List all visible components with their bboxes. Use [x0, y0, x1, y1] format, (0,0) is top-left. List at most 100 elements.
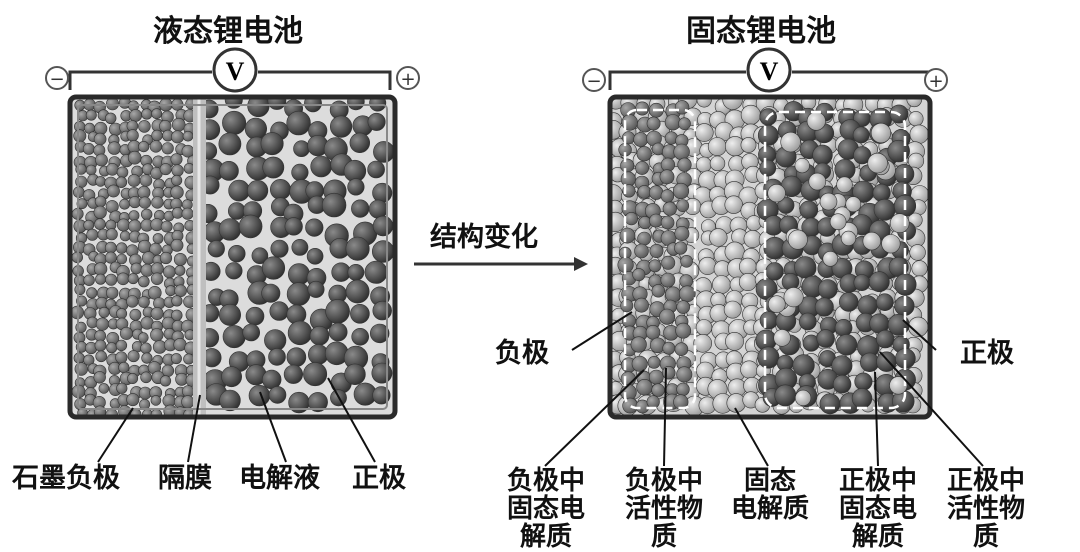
cathode-active-particle — [868, 271, 890, 293]
cathode-active-particle — [816, 329, 835, 348]
solid-electrolyte-particle — [767, 295, 786, 314]
graphite-particle — [82, 142, 95, 155]
solid-electrolyte-particle — [889, 213, 910, 233]
graphite-particle — [85, 109, 97, 121]
cathode-particle — [219, 389, 241, 412]
anode-active-particle — [659, 169, 675, 185]
graphite-particle — [182, 130, 194, 142]
anode-region-outline — [623, 108, 697, 410]
cathode-particle — [330, 115, 353, 138]
anode-active-particle — [646, 395, 660, 409]
anode-active-particle — [632, 268, 646, 282]
cathode-particle — [222, 325, 246, 349]
solid-electrolyte-particle — [822, 250, 839, 267]
solid-electrolyte-particle — [712, 275, 731, 295]
graphite-particle — [171, 117, 186, 132]
anode-active-particle — [651, 284, 665, 298]
graphite-particle — [126, 129, 139, 142]
graphite-particle — [116, 272, 130, 286]
anode-active-particle — [660, 272, 676, 288]
cathode-active-particle — [852, 126, 870, 144]
graphite-particle — [159, 163, 172, 176]
solid-electrolyte-particle — [908, 111, 924, 127]
anode-active-particle — [624, 212, 639, 226]
anode-active-particle — [619, 227, 636, 244]
solid-electrolyte-particle — [911, 260, 928, 277]
cathode-particle — [219, 303, 242, 326]
solid-electrolyte-particle — [794, 158, 810, 174]
graphite-particle — [130, 262, 143, 275]
cathode-particle — [305, 218, 324, 237]
graphite-particle — [128, 219, 142, 233]
cathode-particle — [328, 322, 348, 342]
solid-electrolyte-particle — [709, 155, 726, 172]
wire-right — [258, 70, 392, 90]
solid-electrolyte-line-1: 固态 — [743, 466, 796, 496]
solid-electrolyte-particle — [722, 97, 743, 110]
anode-active-particle — [676, 382, 690, 397]
cathode-particle — [370, 323, 390, 344]
graphite-particle — [138, 141, 150, 153]
cathode-active-particle — [857, 295, 878, 316]
solid-electrolyte-particle — [693, 333, 713, 353]
anode-active-particle — [633, 132, 649, 147]
cathode-active-particle — [875, 329, 895, 349]
anode-active-particle — [651, 383, 665, 397]
cathode-active-particle — [817, 279, 838, 300]
graphite-particle — [106, 163, 119, 176]
graphite-particle — [159, 251, 173, 265]
solid-electrolyte-particle — [696, 97, 712, 108]
solid-electrolyte-particle — [840, 230, 857, 246]
graphite-particle — [116, 308, 128, 320]
minus-terminal-icon — [582, 68, 606, 92]
solid-electrolyte-particle — [909, 124, 929, 144]
graphite-particle — [94, 339, 107, 352]
minus-symbol: − — [49, 69, 64, 90]
anode-solid-electrolyte-line-1: 负极中 — [506, 466, 585, 496]
graphite-particle — [116, 166, 129, 179]
cathode-particle — [242, 323, 260, 342]
graphite-particle — [170, 153, 183, 166]
anode-active-particle — [659, 308, 676, 325]
cathode-particle — [269, 301, 289, 321]
cathode-active-particle — [853, 146, 872, 165]
cathode-particle — [309, 325, 330, 346]
graphite-particle — [138, 275, 150, 288]
cathode-active-particle — [853, 274, 871, 292]
graphite-particle — [119, 230, 131, 242]
anode-active-particle — [674, 241, 688, 255]
electrolyte-label: 电解液 — [239, 463, 320, 494]
solid-battery: V − + — [544, 47, 984, 467]
graphite-particle — [170, 353, 182, 365]
anode-active-particle — [662, 341, 676, 355]
solid-electrolyte-particle — [806, 111, 826, 131]
minus-terminal-icon — [45, 66, 69, 90]
cathode-particle — [228, 202, 246, 220]
graphite-particle — [73, 129, 87, 143]
cathode-active-particle — [819, 393, 841, 415]
anode-active-particle — [680, 254, 693, 268]
cathode-active-particle — [875, 293, 894, 312]
graphite-particle — [105, 273, 118, 286]
graphite-particle — [162, 265, 176, 279]
graphite-particle — [151, 129, 163, 142]
solid-electrolyte-label: 固态 电解质 — [722, 467, 818, 523]
cathode-particle — [269, 179, 291, 201]
cathode-particle — [325, 299, 350, 324]
cathode-particle — [221, 366, 243, 388]
graphite-particle — [137, 239, 152, 254]
cathode-particle — [347, 263, 365, 281]
graphite-particle — [93, 205, 107, 219]
anode-active-line-2: 活性物 — [624, 494, 703, 524]
graphite-particle — [150, 272, 164, 285]
graphite-particle — [129, 308, 142, 321]
anode-active-particle — [676, 366, 693, 383]
graphite-particle — [107, 141, 122, 155]
solid-electrolyte-particle — [724, 195, 743, 214]
graphite-particle — [98, 306, 110, 318]
wire-left — [68, 70, 212, 90]
graphite-particle — [173, 253, 187, 267]
graphite-particle — [140, 342, 152, 354]
cathode-particle — [345, 279, 370, 304]
cathode-particle — [286, 347, 307, 368]
